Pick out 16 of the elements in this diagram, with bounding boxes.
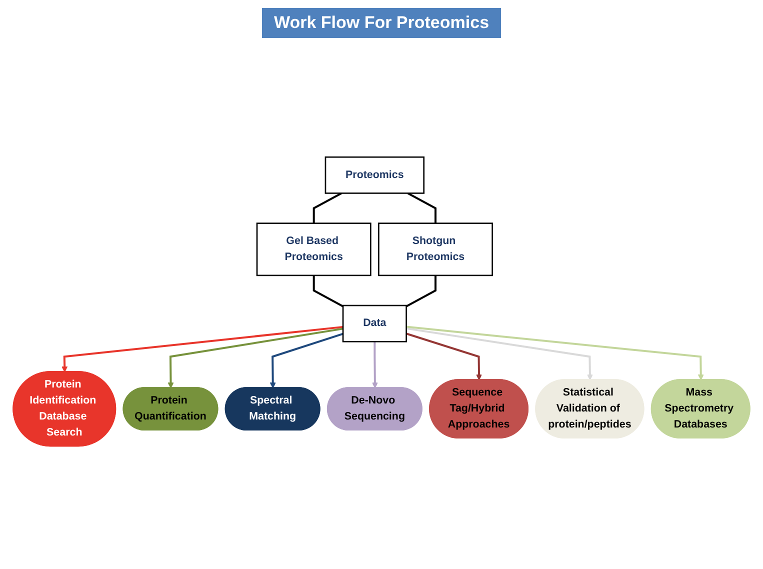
node-box: Shotgun Proteomics xyxy=(378,222,493,276)
connector xyxy=(407,192,436,224)
node-box: Data xyxy=(342,304,407,342)
connector xyxy=(406,275,436,308)
arrow xyxy=(372,342,378,388)
connector xyxy=(312,275,344,308)
arrow xyxy=(270,332,344,388)
connector xyxy=(312,192,342,224)
arrow xyxy=(406,332,482,380)
node-box: Gel Based Proteomics xyxy=(256,222,372,276)
title-banner: Work Flow For Proteomics xyxy=(262,8,502,38)
arrow xyxy=(168,328,344,388)
arrow xyxy=(406,327,593,380)
node-box: Proteomics xyxy=(324,156,425,194)
arrow xyxy=(62,326,344,372)
arrow xyxy=(406,326,704,380)
